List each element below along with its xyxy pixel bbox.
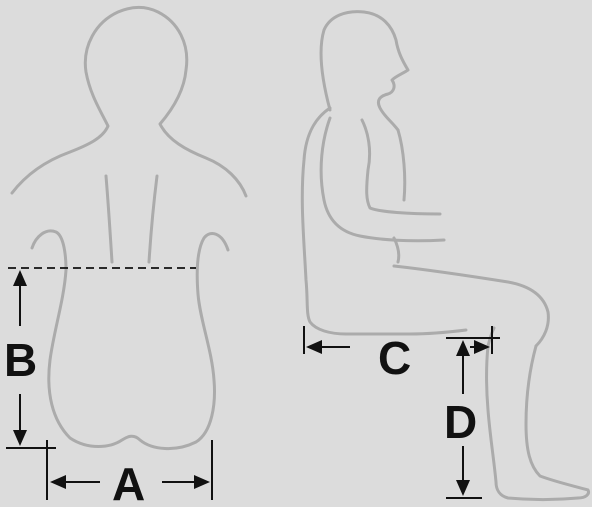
side-view-forearm xyxy=(362,120,440,214)
side-view-head xyxy=(321,12,408,130)
dimension-a-arrow-right xyxy=(194,475,210,489)
back-view-figure xyxy=(12,8,246,449)
back-view-head-shoulders xyxy=(12,8,246,197)
back-view-spine-right xyxy=(149,176,157,262)
dimension-b-arrow-up xyxy=(13,270,27,286)
dimension-d-label: D xyxy=(444,396,477,448)
dimension-a: A xyxy=(47,440,212,507)
side-view-back xyxy=(302,108,466,334)
dimension-a-label: A xyxy=(112,458,145,507)
dimension-a-arrow-left xyxy=(50,475,66,489)
side-view-lower-leg xyxy=(487,328,589,500)
side-view-chest xyxy=(398,130,405,200)
dimension-b-arrow-down xyxy=(13,430,27,446)
dimension-b: B xyxy=(4,270,56,448)
dimension-b-label: B xyxy=(4,334,37,386)
dimension-d-arrow-up xyxy=(456,340,470,356)
side-view-arm xyxy=(321,118,444,241)
dimension-c-arrow-left xyxy=(306,340,322,354)
back-view-left-arm xyxy=(32,231,228,449)
back-view-spine-left xyxy=(106,176,112,262)
dimension-d: D xyxy=(444,338,500,498)
dimension-d-arrow-down xyxy=(456,480,470,496)
dimension-c-label: C xyxy=(378,332,411,384)
